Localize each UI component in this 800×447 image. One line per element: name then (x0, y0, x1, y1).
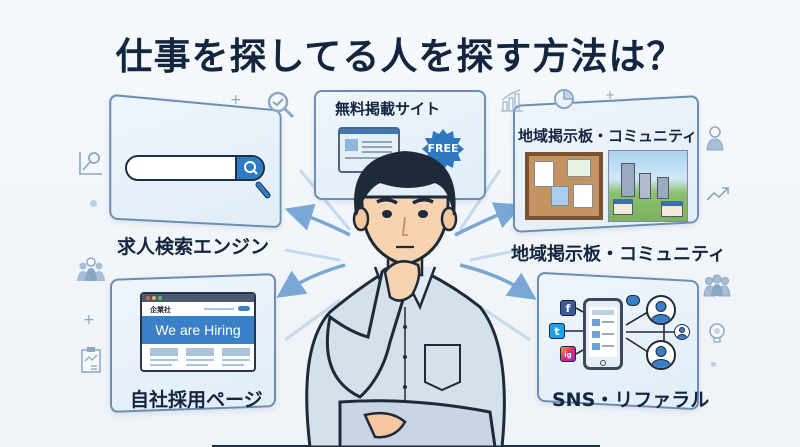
magnifier-check-icon (266, 90, 296, 120)
idea-head-icon (708, 323, 726, 343)
smartphone-icon (583, 298, 623, 370)
plus-icon: + (230, 92, 242, 108)
chat-bubble-icon (626, 295, 640, 306)
plus-icon: + (605, 88, 615, 102)
clipboard-chart-icon (81, 347, 101, 373)
thinking-businessman (290, 147, 520, 447)
team-icon (703, 274, 731, 296)
dot-decoration (90, 200, 97, 207)
dot-decoration (711, 362, 716, 367)
pie-chart-icon (553, 88, 575, 110)
user-avatar-icon (646, 340, 676, 370)
bar-chart-icon (500, 88, 524, 112)
user-avatar-small-icon (674, 324, 690, 340)
user-avatar-icon (646, 295, 676, 325)
gear-chart-icon (78, 150, 102, 176)
group-icon (76, 257, 106, 281)
user-icon (706, 126, 724, 150)
plus-icon: + (83, 312, 95, 328)
trend-arrow-icon (706, 186, 730, 202)
card-label-sns-referral: SNS・リファラル (552, 385, 709, 412)
